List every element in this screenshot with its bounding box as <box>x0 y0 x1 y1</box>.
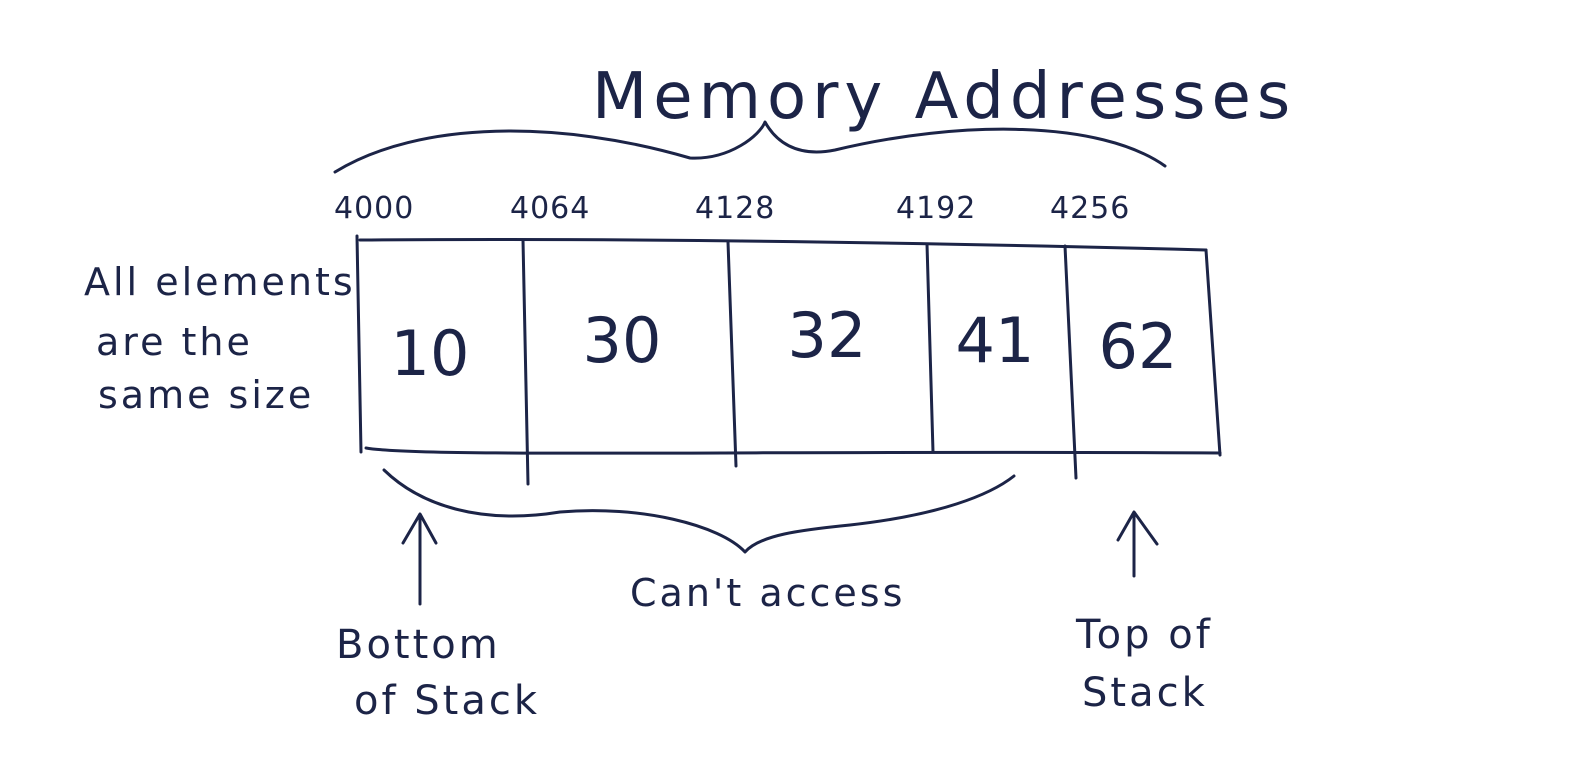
side-note-line: All elements <box>84 260 356 304</box>
address-label: 4000 <box>334 191 414 226</box>
stack-bottom-edge <box>364 446 1222 455</box>
title-brace <box>333 120 1167 174</box>
stack-top-edge <box>358 237 1208 252</box>
address-label: 4192 <box>896 191 976 226</box>
bottom-of-stack-label: of Stack <box>354 678 540 724</box>
cell-divider <box>1063 244 1078 480</box>
cant-access-brace <box>382 468 1016 554</box>
stack-value: 30 <box>583 304 662 377</box>
cant-access-label: Can't access <box>630 571 905 615</box>
cell-divider <box>521 238 530 486</box>
bottom-arrow-icon <box>401 512 438 606</box>
top-of-stack-label: Top of <box>1075 612 1213 658</box>
diagram-title: Memory Addresses <box>592 60 1296 134</box>
stack-right-edge <box>1204 248 1222 457</box>
stack-value: 10 <box>391 317 470 390</box>
stack-value: 32 <box>788 299 867 372</box>
address-label: 4128 <box>695 191 775 226</box>
side-note-line: same size <box>98 373 314 417</box>
stack-value: 62 <box>1099 310 1178 383</box>
address-label: 4064 <box>510 191 590 226</box>
top-arrow-icon <box>1116 510 1159 578</box>
cell-divider <box>726 240 738 468</box>
stack-value: 41 <box>956 304 1035 377</box>
bottom-of-stack-label: Bottom <box>336 622 501 668</box>
side-note-line: are the <box>96 320 253 364</box>
stack-box <box>355 234 1222 486</box>
stack-left-edge <box>355 234 363 454</box>
cell-divider <box>925 242 935 454</box>
address-label: 4256 <box>1050 191 1130 226</box>
top-of-stack-label: Stack <box>1082 670 1208 716</box>
